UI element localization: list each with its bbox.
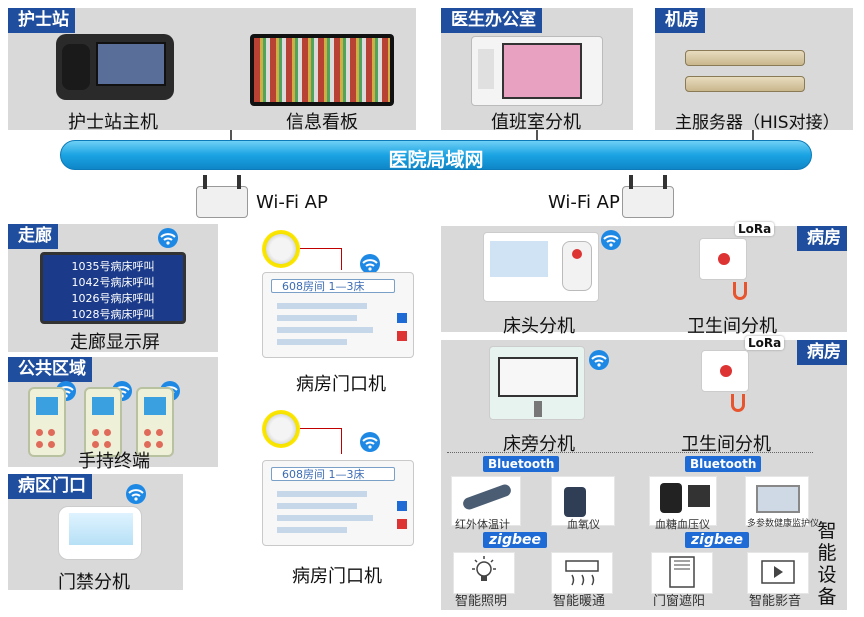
wifi-icon	[158, 228, 178, 248]
duty-room-extension-device	[471, 36, 603, 106]
ir-thermometer-device	[451, 476, 521, 526]
nurse-station-tag: 护士站	[8, 8, 75, 33]
ward-door-unit-label-1: 病房门口机	[296, 374, 386, 395]
server-room-panel: 机房 主服务器（HIS对接）	[655, 8, 853, 133]
zb-device-label: 智能照明	[455, 594, 508, 609]
ward-gate-tag: 病区门口	[8, 474, 92, 499]
hospital-lan-label: 医院局域网	[388, 149, 484, 171]
bt-device-label: 多参数健康监护仪	[747, 519, 820, 529]
corridor-display-device: 1035号病床呼叫 1042号病床呼叫 1026号病床呼叫 1028号病床呼叫	[40, 252, 186, 324]
pull-cord-icon	[733, 282, 747, 300]
server-link	[752, 130, 754, 142]
doctor-office-tag: 医生办公室	[441, 8, 542, 33]
ward-b-tag: 病房	[797, 340, 847, 365]
health-monitor-device	[745, 476, 809, 526]
wifi-ap-left-label: Wi-Fi AP	[256, 192, 328, 213]
info-board-device	[250, 34, 394, 106]
corridor-display-label: 走廊显示屏	[70, 332, 160, 353]
ward-a-panel: 病房 床头分机 LoRa 卫生间分机	[441, 222, 847, 337]
zigbee-badge: zigbee	[483, 532, 547, 548]
ring-connector-2	[300, 428, 342, 454]
zigbee-badge: zigbee	[685, 532, 749, 548]
wifi-icon	[360, 254, 380, 274]
corridor-screen-line: 1026号病床呼叫	[71, 292, 155, 305]
wifi-icon	[126, 484, 146, 504]
handheld-terminal-label: 手持终端	[78, 451, 150, 472]
access-control-label: 门禁分机	[58, 572, 130, 593]
wifi-icon	[589, 350, 609, 370]
corridor-panel: 走廊 1035号病床呼叫 1042号病床呼叫 1026号病床呼叫 1028号病床…	[8, 224, 218, 353]
bedside-extension-device	[489, 346, 585, 420]
door-unit-header: 608房间 1—3床	[282, 468, 365, 481]
door-ring-light-1	[262, 230, 300, 268]
smart-av-icon	[747, 552, 809, 594]
duty-room-extension-label: 值班室分机	[491, 112, 581, 133]
toilet-extension-device-b	[701, 350, 749, 392]
toilet-extension-device-a	[699, 238, 747, 280]
door-unit-header: 608房间 1—3床	[282, 280, 365, 293]
pull-cord-icon	[731, 394, 745, 412]
lora-badge: LoRa	[735, 222, 775, 236]
smart-hvac-icon	[551, 552, 613, 594]
dotted-divider	[447, 452, 813, 453]
lora-badge: LoRa	[745, 336, 785, 350]
handheld-terminal-device-1	[28, 387, 66, 457]
bt-device-label: 血氧仪	[567, 518, 600, 531]
window-shade-icon	[651, 552, 713, 594]
toilet-extension-label-a: 卫生间分机	[687, 316, 777, 337]
main-server-device-1	[685, 50, 805, 66]
hospital-lan-bar: 医院局域网	[60, 140, 812, 171]
ring-connector-1	[300, 248, 342, 270]
smart-light-icon	[453, 552, 515, 594]
ward-door-unit-device-1: 608房间 1—3床	[262, 272, 414, 358]
ward-b-panel: 病房 床旁分机 LoRa 卫生间分机 Bluetooth Bluetooth 红…	[441, 336, 847, 610]
doctor-office-panel: 医生办公室 值班室分机	[441, 8, 633, 133]
wifi-ap-right-device	[622, 175, 674, 218]
ward-door-unit-device-2: 608房间 1—3床	[262, 460, 414, 546]
corridor-screen-line: 1028号病床呼叫	[71, 308, 155, 321]
access-control-device	[58, 506, 142, 560]
handheld-terminal-device-3	[136, 387, 174, 457]
handheld-terminal-device-2	[84, 387, 122, 457]
public-area-tag: 公共区域	[8, 357, 92, 382]
wifi-icon	[601, 230, 621, 250]
bluetooth-badge: Bluetooth	[685, 456, 762, 472]
oximeter-device	[551, 476, 615, 526]
info-board-label: 信息看板	[286, 112, 358, 133]
ward-gate-panel: 病区门口 门禁分机	[8, 474, 183, 593]
ward-door-unit-label-2: 病房门口机	[292, 566, 382, 587]
bedhead-extension-device	[483, 232, 599, 302]
main-server-label: 主服务器（HIS对接）	[675, 113, 840, 133]
wifi-icon	[360, 432, 380, 452]
glucose-bp-device	[649, 476, 717, 526]
wifi-ap-left-device	[196, 175, 248, 218]
bt-device-label: 红外体温计	[455, 518, 510, 531]
main-server-device-2	[685, 76, 805, 92]
wifi-ap-right-label: Wi-Fi AP	[548, 192, 620, 213]
zb-device-label: 门窗遮阳	[653, 594, 706, 609]
bedhead-extension-label: 床头分机	[503, 316, 575, 337]
bluetooth-badge: Bluetooth	[483, 456, 560, 472]
server-room-tag: 机房	[655, 8, 705, 33]
nurse-link	[230, 130, 232, 142]
ward-a-tag: 病房	[797, 226, 847, 251]
doctor-link	[536, 130, 538, 142]
nurse-station-panel: 护士站 护士站主机 信息看板	[8, 8, 416, 133]
nurse-station-host-device	[56, 34, 174, 100]
toilet-extension-label-b: 卫生间分机	[681, 434, 771, 455]
zb-device-label: 智能影音	[749, 594, 802, 609]
corridor-tag: 走廊	[8, 224, 58, 249]
corridor-screen-line: 1042号病床呼叫	[71, 276, 155, 289]
bedside-extension-label: 床旁分机	[503, 434, 575, 455]
smart-devices-vertical-label: 智能设备	[817, 520, 837, 608]
public-area-panel: 公共区域 手持终端	[8, 357, 218, 472]
zb-device-label: 智能暖通	[553, 594, 606, 609]
door-ring-light-2	[262, 410, 300, 448]
corridor-screen-line: 1035号病床呼叫	[71, 260, 155, 273]
bt-device-label: 血糖血压仪	[655, 518, 710, 531]
nurse-station-host-label: 护士站主机	[68, 112, 158, 133]
